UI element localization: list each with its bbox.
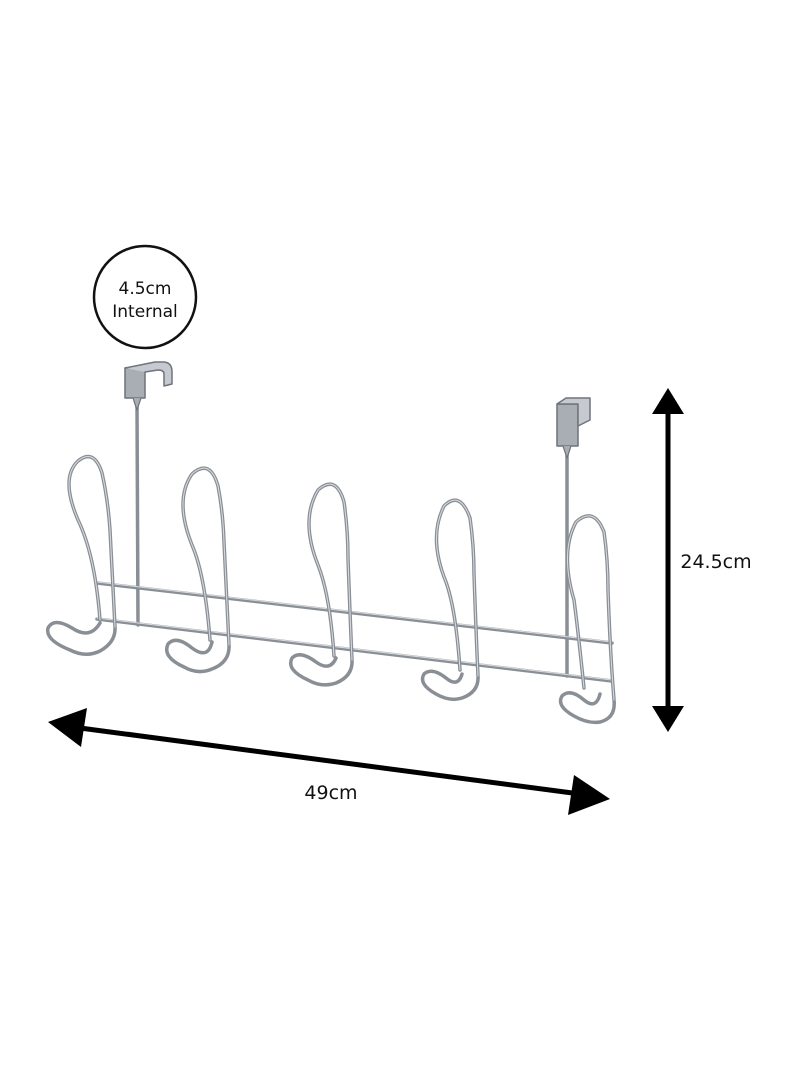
callout-internal-text: Internal [112,302,178,322]
lower-base-bar-highlight [96,617,613,681]
upper-base-bar [95,581,614,645]
hook-3 [289,482,354,687]
base-bars [95,581,614,683]
callout-measure-text: 4.5cm [119,279,172,299]
width-arrow-shaft [79,725,581,797]
width-arrow-right-head [568,775,610,815]
width-arrow-left-head [48,708,87,747]
callout-circle [92,244,198,350]
hook-4 [420,498,480,702]
left-door-bracket [124,361,173,411]
lower-base-bar [95,617,614,683]
height-label: 24.5cm [680,551,751,573]
height-arrow-up-head [652,388,684,414]
upper-base-bar-highlight [96,581,613,643]
right-door-bracket [556,397,591,459]
internal-gap-callout: 4.5cm Internal [92,244,198,350]
height-arrow-down-head [652,706,684,732]
height-dimension: 24.5cm [652,388,752,732]
width-dimension: 49cm [48,708,610,815]
hook-2 [165,466,231,674]
hook-1 [45,454,117,656]
left-hanger-rod [135,403,140,627]
hook-5 [558,514,616,725]
door-hook-rack [45,361,616,725]
width-label: 49cm [304,782,357,804]
